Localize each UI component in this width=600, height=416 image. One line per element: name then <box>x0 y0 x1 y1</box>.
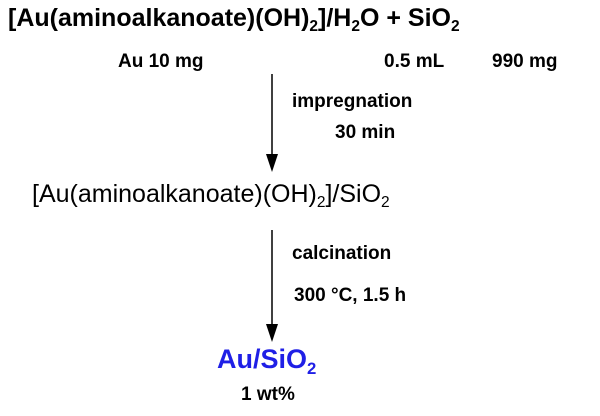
intermediate-formula: [Au(aminoalkanoate)(OH)2]/SiO2 <box>32 180 390 211</box>
formula-part: O + SiO <box>359 4 451 32</box>
step2-condition: calcination <box>292 243 392 264</box>
water-volume: 0.5 mL <box>384 51 445 72</box>
formula-part: [Au(aminoalkanoate)(OH) <box>8 4 310 32</box>
gold-amount: Au 10 mg <box>118 51 204 72</box>
product-loading: 1 wt% <box>241 384 295 405</box>
step1-condition: impregnation <box>292 91 413 112</box>
formula-subscript: 2 <box>351 18 360 36</box>
step1-time: 30 min <box>335 122 396 143</box>
product-formula: Au/SiO2 <box>217 344 316 377</box>
reaction-arrow-2 <box>266 230 278 342</box>
formula-subscript: 2 <box>316 194 326 212</box>
reactant-formula: [Au(aminoalkanoate)(OH)2]/H2O + SiO2 <box>8 4 460 35</box>
step2-temperature-time: 300 °C, 1.5 h <box>294 285 407 306</box>
reaction-arrow-1 <box>266 74 278 172</box>
formula-part: ]/H <box>318 4 352 32</box>
silica-amount: 990 mg <box>492 51 558 72</box>
formula-subscript: 2 <box>307 358 317 378</box>
formula-part: Au/SiO <box>217 344 308 374</box>
formula-part: ]/SiO <box>325 180 382 208</box>
formula-subscript: 2 <box>451 18 460 36</box>
formula-subscript: 2 <box>381 194 390 212</box>
formula-subscript: 2 <box>309 18 319 36</box>
formula-part: [Au(aminoalkanoate)(OH) <box>32 180 317 208</box>
